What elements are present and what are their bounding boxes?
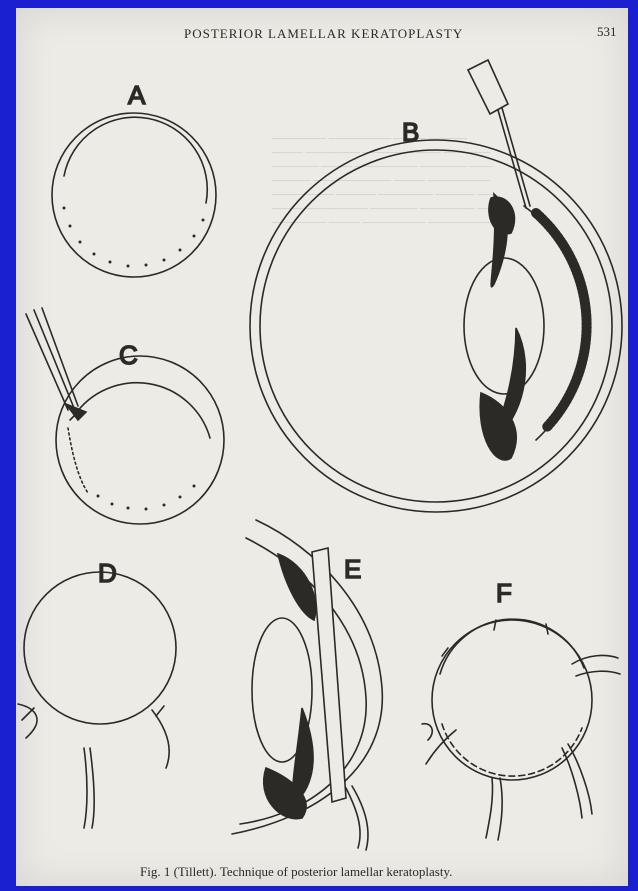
panel-f-eye: [422, 619, 620, 840]
panel-a-eye: [52, 113, 216, 277]
surgical-illustration: A B: [16, 8, 628, 886]
figure-caption: Fig. 1 (Tillett). Technique of posterior…: [140, 864, 452, 880]
panel-label-c: C: [119, 340, 138, 370]
panel-b-eye-section: [250, 60, 622, 512]
journal-page: ─────── ──────── ──── ───── ──── ───────…: [16, 8, 628, 886]
panel-d-eye: [18, 572, 176, 828]
panel-label-a: A: [128, 80, 146, 110]
panel-label-e: E: [344, 554, 361, 584]
panel-label-f: F: [496, 578, 512, 608]
